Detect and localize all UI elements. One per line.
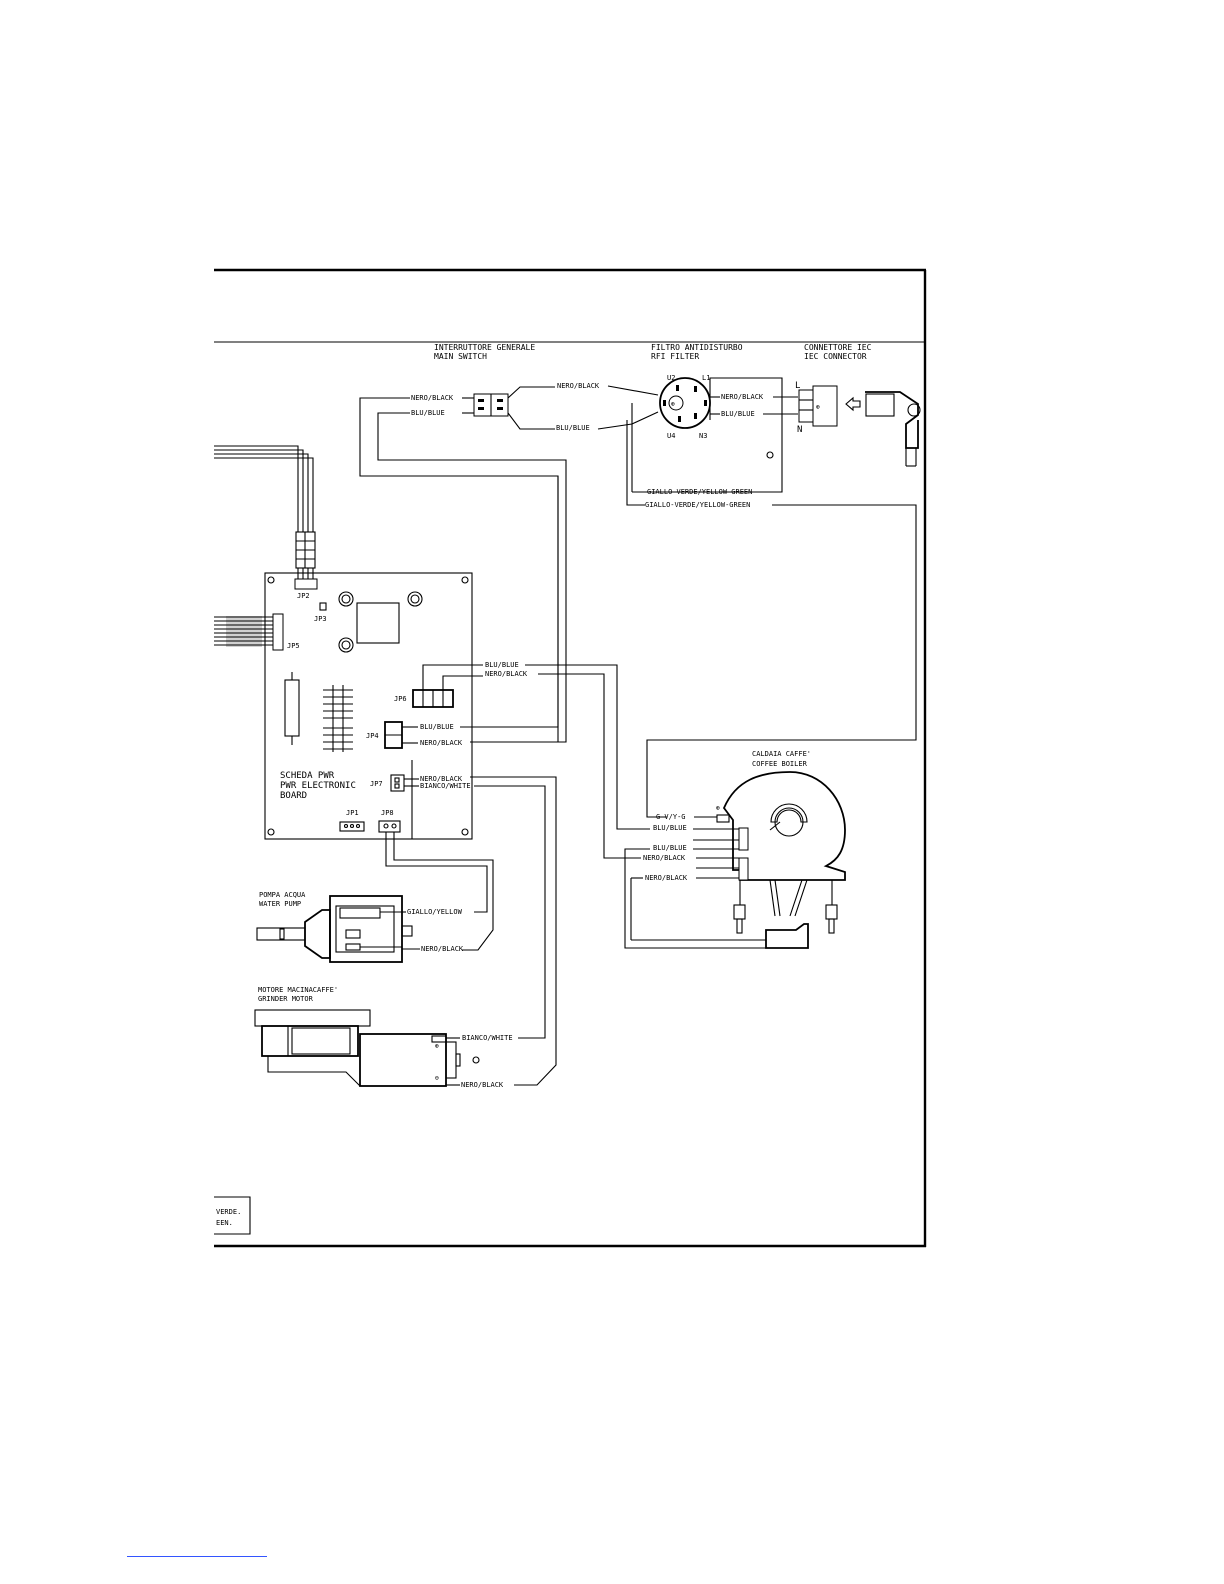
wire-label-motor-black: NERO/BLACK — [461, 1081, 504, 1089]
wire-label-motor-white: BIANCO/WHITE — [462, 1034, 513, 1042]
rfi-filter-title: FILTRO ANTIDISTURBO — [651, 343, 743, 352]
main-switch-title: INTERRUTTORE GENERALE — [434, 343, 535, 352]
connector-jp6: JP6 — [394, 695, 407, 703]
wire-label-iec-blue: BLU/BLUE — [721, 410, 755, 418]
iec-connector: ⊕ — [798, 385, 921, 467]
iec-ground-mark: ⊕ — [816, 403, 820, 411]
wire-label-jp6-black: NERO/BLACK — [485, 670, 528, 678]
pwr-board-title: SCHEDA PWR — [280, 771, 335, 781]
rfi-terminal-n3: N3 — [699, 432, 707, 440]
wire-label-filter-black: NERO/BLACK — [557, 382, 600, 390]
connector-jp1: JP1 — [346, 809, 359, 817]
connector-jp2: JP2 — [297, 592, 310, 600]
grinder-motor-title: MOTORE MACINACAFFE' — [258, 986, 338, 994]
wire-label-pump-black: NERO/BLACK — [421, 945, 464, 953]
wire-label-ground-1: GIALLO-VERDE/YELLOW-GREEN — [647, 488, 752, 496]
jp5-harness — [214, 616, 273, 647]
coffee-boiler-subtitle: COFFEE BOILER — [752, 760, 808, 768]
wire-label-iec-black: NERO/BLACK — [721, 393, 764, 401]
wire-label-boiler-blue-1: BLU/BLUE — [653, 824, 687, 832]
iec-terminal-n: N — [797, 425, 802, 435]
motor-plus-mark: ⊕ — [435, 1042, 439, 1050]
main-switch-subtitle: MAIN SWITCH — [434, 352, 487, 361]
water-pump-subtitle: WATER PUMP — [259, 900, 301, 908]
wire-label-switch-black: NERO/BLACK — [411, 394, 454, 402]
rfi-filter: ⊕ — [632, 377, 783, 493]
wire-label-filter-blue: BLU/BLUE — [556, 424, 590, 432]
rfi-terminal-u2: U2 — [667, 374, 675, 382]
wire-label-pump-yellow: GIALLO/YELLOW — [407, 908, 463, 916]
connector-jp4: JP4 — [366, 732, 379, 740]
rfi-filter-subtitle: RFI FILTER — [651, 352, 699, 361]
connector-jp5: JP5 — [287, 642, 300, 650]
coffee-boiler: ⊕ — [716, 771, 846, 949]
iec-connector-title: CONNETTORE IEC — [804, 343, 872, 352]
pwr-board-subtitle-2: BOARD — [280, 791, 307, 801]
rfi-center-mark: ⊕ — [671, 400, 675, 408]
wire-label-jp7-black: NERO/BLACK — [420, 775, 463, 783]
pwr-board — [264, 572, 473, 840]
main-switch — [473, 393, 509, 417]
iec-connector-subtitle: IEC CONNECTOR — [804, 352, 867, 361]
wire-label-switch-blue: BLU/BLUE — [411, 409, 445, 417]
grinder-motor: ⊕ ⊖ — [254, 1009, 480, 1087]
rfi-terminal-u4: U4 — [667, 432, 675, 440]
wire-label-jp7-white: BIANCO/WHITE — [420, 782, 471, 790]
connector-jp8: JP8 — [381, 809, 394, 817]
wire-label-boiler-ground: G-V/Y-G — [656, 813, 686, 821]
connector-jp3: JP3 — [314, 615, 327, 623]
legend-text-2: EEN. — [216, 1219, 233, 1227]
legend-text-1: VERDE. — [216, 1208, 241, 1216]
water-pump — [256, 895, 413, 963]
pwr-board-subtitle: PWR ELECTRONIC — [280, 781, 356, 791]
drawing-frame — [214, 268, 927, 1248]
rfi-terminal-l1: L1 — [702, 374, 710, 382]
water-pump-title: POMPA ACQUA — [259, 891, 306, 899]
wire-label-boiler-black-2: NERO/BLACK — [645, 874, 688, 882]
grinder-motor-subtitle: GRINDER MOTOR — [258, 995, 314, 1003]
iec-terminal-l: L — [795, 381, 800, 391]
wire-label-boiler-blue-2: BLU/BLUE — [653, 844, 687, 852]
motor-minus-mark: ⊖ — [435, 1074, 439, 1082]
connector-jp7: JP7 — [370, 780, 383, 788]
wire-label-ground-2: GIALLO-VERDE/YELLOW-GREEN — [645, 501, 750, 509]
footer-rule — [127, 1556, 267, 1557]
wire-label-jp4-black: NERO/BLACK — [420, 739, 463, 747]
wire-label-jp6-blue: BLU/BLUE — [485, 661, 519, 669]
jp2-harness — [214, 445, 316, 580]
coffee-boiler-title: CALDAIA CAFFE' — [752, 750, 811, 758]
wire-label-jp4-blue: BLU/BLUE — [420, 723, 454, 731]
wire-label-boiler-black-1: NERO/BLACK — [643, 854, 686, 862]
boiler-ground-mark: ⊕ — [716, 804, 720, 812]
legend-fragment — [214, 1196, 251, 1235]
